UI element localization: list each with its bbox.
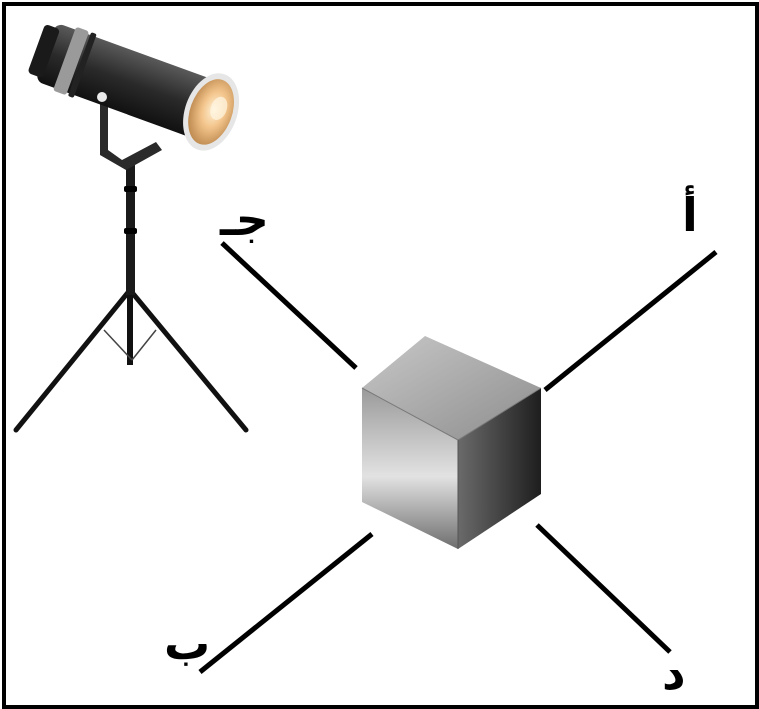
spotlight-on-tripod-icon — [13, 24, 249, 433]
ray-b — [198, 532, 374, 674]
ray-a — [543, 250, 718, 392]
ray-j — [220, 241, 358, 370]
cube-icon — [361, 336, 542, 549]
ray-d — [535, 523, 672, 654]
label-j: جـ — [220, 192, 269, 246]
label-b: ب — [164, 616, 211, 670]
label-d: د — [662, 646, 686, 700]
label-a: أ — [682, 188, 698, 242]
